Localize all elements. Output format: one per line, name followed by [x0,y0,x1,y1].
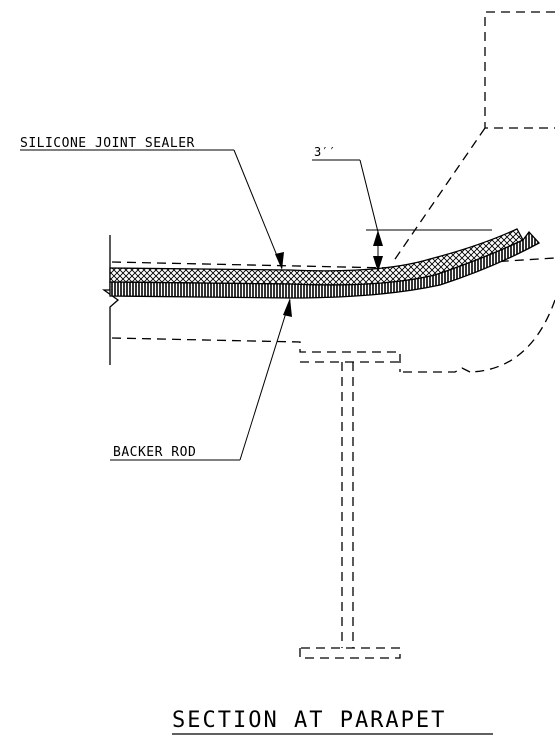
girder-outline [111,337,401,659]
backer-rod-label: BACKER ROD [113,445,196,460]
backer-rod-leader [110,298,292,461]
sealer-label: SILICONE JOINT SEALER [20,136,195,151]
dimension-3in [312,159,492,272]
section-title: SECTION AT PARAPET [172,708,446,733]
backer-rod [109,230,541,299]
dimension-label: 3′′ [314,145,336,159]
sealer-leader [20,149,284,270]
parapet-outline [392,11,555,373]
slab-top-line [111,261,391,269]
deck-break-line [101,235,120,365]
